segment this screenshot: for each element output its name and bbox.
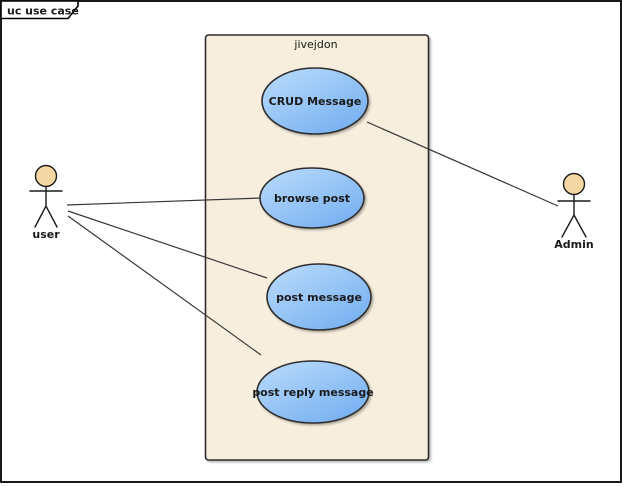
association-crud-message-admin[interactable] [366, 121, 559, 207]
actor-head [562, 172, 586, 196]
association-user-post-reply-message[interactable] [67, 215, 262, 356]
actor-legs [561, 213, 587, 238]
frame-title: uc use case [7, 5, 79, 18]
association-user-post-message[interactable] [67, 210, 268, 279]
actor-label: Admin [554, 238, 593, 251]
actor-admin[interactable]: Admin [554, 172, 594, 252]
usecase-label: post message [276, 291, 362, 304]
system-boundary-title: jivejdon [293, 38, 337, 51]
usecase-browse-post[interactable]: browse post [259, 167, 365, 229]
usecase-crud-message[interactable]: CRUD Message [261, 67, 369, 135]
actor-legs [34, 204, 58, 228]
association-user-browse-post[interactable] [66, 197, 262, 206]
associations [66, 121, 559, 356]
usecase-ellipse[interactable] [259, 167, 365, 229]
frame-title-tab [0, 0, 79, 20]
usecase-label: browse post [274, 192, 350, 205]
actor-user[interactable]: user [29, 164, 63, 242]
actor-head [34, 164, 58, 188]
system-boundary-box[interactable] [204, 34, 430, 461]
usecase-ellipse[interactable] [266, 263, 372, 331]
usecase-post-reply-message[interactable]: post reply message [252, 360, 374, 424]
system-boundary[interactable]: jivejdon [204, 34, 430, 461]
usecase-label: CRUD Message [269, 95, 362, 108]
usecase-post-message[interactable]: post message [266, 263, 372, 331]
usecase-label: post reply message [252, 386, 373, 399]
usecase-ellipse[interactable] [256, 360, 370, 424]
usecase-ellipse[interactable] [261, 67, 369, 135]
actor-label: user [32, 228, 60, 241]
